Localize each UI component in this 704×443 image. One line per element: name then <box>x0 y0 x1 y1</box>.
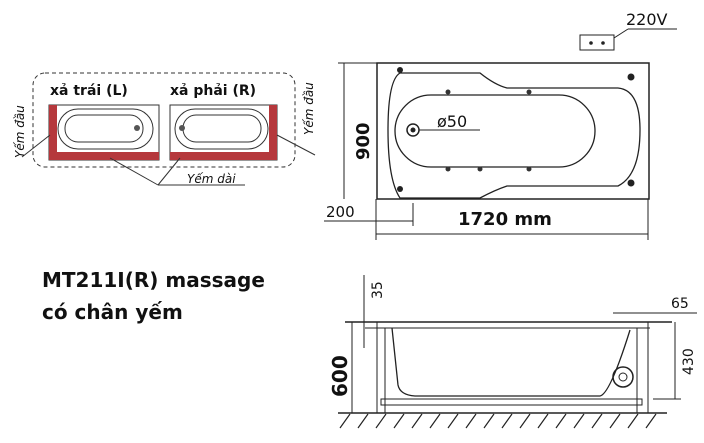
left-drain-label: xả trái (L) <box>50 83 128 99</box>
width-dimension: 900 <box>353 122 374 160</box>
skirt-end-label-right: Yếm đầu <box>302 82 316 135</box>
dashed-frame <box>32 72 296 168</box>
height-dimension: 600 <box>328 355 352 397</box>
product-subtitle: có chân yếm <box>42 300 183 324</box>
top-view <box>324 28 677 240</box>
rim-dimension: 35 <box>370 281 386 299</box>
side-view <box>338 275 697 429</box>
variant-diagram <box>21 72 316 186</box>
skirt-end-label-left: Yếm đầu <box>13 105 27 158</box>
offset-dimension: 200 <box>326 203 355 221</box>
power-label: 220V <box>626 10 668 29</box>
product-title: MT211I(R) massage <box>42 268 265 292</box>
skirt-long-label: Yếm dài <box>187 172 236 186</box>
overflow-dimension: 65 <box>671 296 689 312</box>
inner-height-dimension: 430 <box>681 348 697 375</box>
length-dimension: 1720 mm <box>458 209 552 230</box>
drain-dimension: ø50 <box>437 112 467 131</box>
tub-outline <box>376 62 650 200</box>
power-box-icon <box>579 34 615 51</box>
right-drain-label: xả phải (R) <box>170 83 256 99</box>
tub-left-variant <box>48 104 160 161</box>
pump-motor-icon <box>612 366 634 388</box>
tub-right-variant <box>169 104 278 161</box>
